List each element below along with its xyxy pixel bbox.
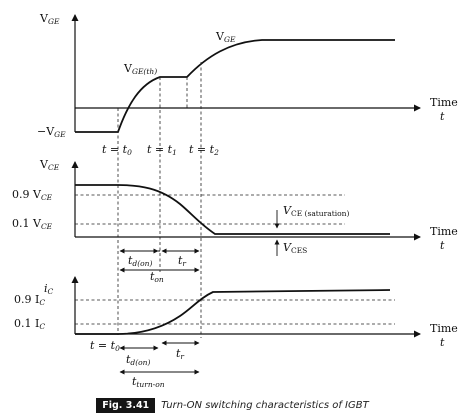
vce-axis-label: VCE — [39, 158, 60, 172]
t1-label: t = t1 — [147, 143, 177, 157]
vce-tr-label: tr — [178, 254, 186, 268]
vce-panel: VCE 0.9 VCE 0.1 VCE Time t VCE (saturati… — [12, 158, 458, 284]
ic-td-on-label: td(on) — [126, 353, 150, 367]
vce-td-on-label: td(on) — [128, 254, 152, 268]
vge-curve-label: VGE — [215, 30, 236, 44]
ic-time-symbol: t — [440, 336, 445, 349]
caption-text: Turn-ON switching characteristics of IGB… — [161, 400, 369, 411]
vge-threshold-label: VGE(th) — [123, 62, 157, 76]
t0-label: t = t0 — [102, 143, 132, 157]
ic-01-level-label: 0.1 IC — [14, 317, 45, 331]
vge-axis-label: VGE — [39, 12, 60, 26]
figure-number-badge: Fig. 3.41 — [96, 398, 156, 413]
vce-ton-label: ton — [150, 270, 164, 284]
vge-time-symbol: t — [440, 110, 445, 123]
t2-label: t = t2 — [189, 143, 219, 157]
ic-waveform — [75, 289, 391, 335]
vce-01-level-label: 0.1 VCE — [12, 217, 53, 231]
vge-panel: VGE VGE VGE(th) −VGE Time t t = t0 t = t… — [37, 12, 458, 338]
vce-time-label: Time — [430, 225, 458, 238]
vce-time-symbol: t — [440, 239, 445, 252]
vces-label: VCES — [283, 241, 307, 255]
vce-09-level-label: 0.9 VCE — [12, 188, 53, 202]
neg-vge-label: −VGE — [37, 125, 66, 139]
ic-t0-label: t = t0 — [90, 339, 120, 353]
vce-waveform — [75, 184, 390, 235]
figure-caption: Fig. 3.41 Turn-ON switching characteristi… — [0, 395, 465, 413]
ic-tr-label: tr — [176, 347, 184, 361]
ic-time-label: Time — [430, 322, 458, 335]
igbt-turn-on-figure: VGE VGE VGE(th) −VGE Time t t = t0 t = t… — [12, 12, 458, 389]
vce-sat-label: VCE (saturation) — [283, 204, 349, 218]
vge-time-label: Time — [430, 96, 458, 109]
ic-axis-label: iC — [44, 282, 54, 296]
ic-09-level-label: 0.9 IC — [14, 293, 45, 307]
ic-panel: iC 0.9 IC 0.1 IC Time t t = t0 td(on) tr… — [14, 276, 458, 389]
turn-on-label: tturn-on — [132, 375, 165, 389]
vge-waveform — [75, 39, 395, 133]
